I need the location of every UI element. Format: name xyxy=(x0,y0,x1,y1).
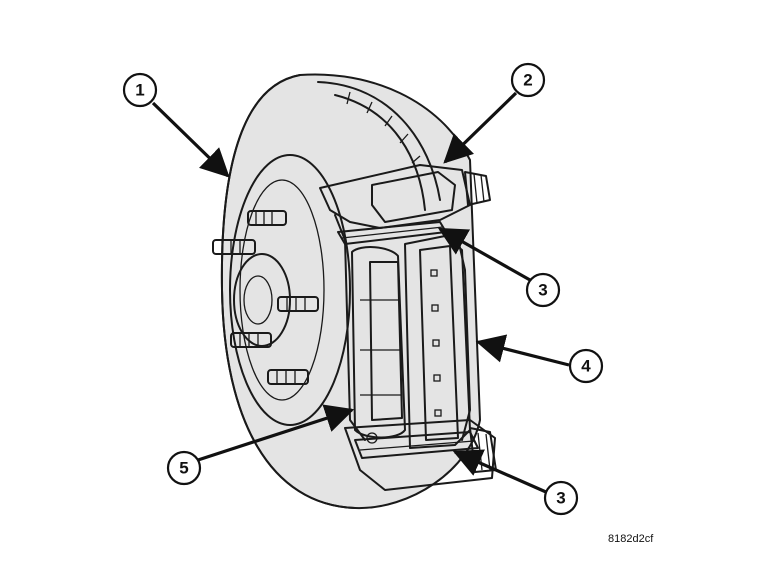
callout-1-label: 1 xyxy=(135,81,144,100)
callout-4: 4 xyxy=(568,348,604,384)
callout-3-lower: 3 xyxy=(543,480,579,516)
callout-3-upper: 3 xyxy=(525,272,561,308)
callout-1: 1 xyxy=(122,72,158,108)
wheel-stud xyxy=(267,369,309,385)
callout-3-lower-label: 3 xyxy=(556,489,565,508)
wheel-stud xyxy=(230,332,272,348)
callout-2-label: 2 xyxy=(523,71,532,90)
callout-2: 2 xyxy=(510,62,546,98)
wheel-stud xyxy=(212,239,256,255)
inner-brake-pad xyxy=(351,246,406,439)
leader-3-lower xyxy=(452,449,547,494)
rotor-vent-marks xyxy=(346,91,421,164)
callout-4-label: 4 xyxy=(581,357,591,376)
leader-4 xyxy=(475,334,570,367)
leader-2 xyxy=(443,91,518,164)
callout-3-upper-label: 3 xyxy=(538,281,547,300)
leader-lines xyxy=(151,91,570,494)
rotor-drill-marks xyxy=(430,269,442,417)
callout-5: 5 xyxy=(166,450,202,486)
wheel-stud xyxy=(277,296,319,312)
leader-5 xyxy=(197,404,355,462)
callout-5-label: 5 xyxy=(179,459,188,478)
wheel-stud xyxy=(247,210,287,226)
caliper xyxy=(319,164,491,441)
brake-rotor xyxy=(220,73,481,510)
lower-slide-clip xyxy=(354,431,479,459)
figure-reference-code: 8182d2cf xyxy=(608,533,654,545)
leader-3-upper xyxy=(437,227,531,282)
leader-1 xyxy=(151,101,230,178)
wheel-studs xyxy=(212,210,319,385)
